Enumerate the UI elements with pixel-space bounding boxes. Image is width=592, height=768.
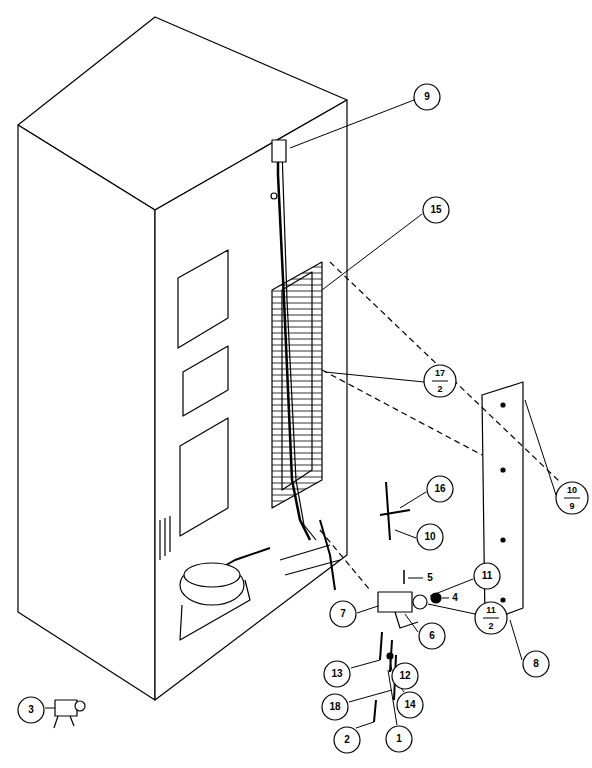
condenser-coil — [272, 262, 322, 508]
callout-number: 9 — [569, 502, 574, 511]
cabinet-side — [18, 125, 155, 700]
callout-number: 15 — [430, 205, 441, 215]
back-panel — [180, 418, 228, 536]
nut — [387, 653, 393, 659]
callout-number: 12 — [399, 671, 410, 681]
callout-number: 10 — [424, 532, 435, 542]
screw — [403, 570, 405, 584]
callout-number: 16 — [434, 484, 445, 494]
assembly-line — [320, 530, 370, 590]
back-panel — [183, 346, 228, 416]
callout-number: 13 — [331, 669, 342, 679]
valve-part — [54, 716, 74, 728]
water-valve — [378, 592, 412, 612]
back-panel — [178, 250, 228, 348]
tube — [282, 150, 316, 540]
callout-number: 1 — [396, 734, 402, 744]
callout-number: 14 — [404, 700, 415, 710]
tube — [278, 150, 310, 540]
callout-number: 17 — [435, 369, 445, 378]
callout-number: 7 — [340, 609, 346, 619]
assembly-line — [322, 370, 482, 455]
fastener — [374, 700, 376, 722]
tube — [320, 520, 335, 590]
callout-number: 2 — [344, 735, 350, 745]
cabinet-back — [155, 100, 347, 700]
valve-part — [55, 700, 77, 716]
bracket-strip — [380, 482, 410, 540]
callout-number: 3 — [28, 705, 34, 715]
callout-number: 4 — [452, 593, 458, 603]
callout-number: 8 — [533, 659, 539, 669]
callout-number: 5 — [427, 573, 433, 583]
drain-fitting — [272, 140, 286, 162]
callout-number: 6 — [429, 631, 435, 641]
callout-number: 10 — [567, 486, 577, 495]
callout-number: 11 — [482, 571, 493, 581]
vent — [160, 516, 170, 560]
callout-number: 9 — [424, 92, 430, 102]
compressor-base — [180, 580, 250, 640]
valve-solenoid — [413, 595, 427, 609]
screw-hole — [271, 193, 277, 199]
valve-outlet — [395, 612, 418, 628]
assembly-line — [330, 262, 560, 482]
callout-number: 2 — [437, 385, 442, 394]
callout-number: 2 — [488, 622, 493, 631]
fastener — [380, 632, 396, 700]
base-rail — [280, 545, 340, 575]
callout-number: 18 — [329, 702, 340, 712]
compressor-dome — [184, 563, 240, 587]
callout-number: 11 — [486, 606, 496, 615]
